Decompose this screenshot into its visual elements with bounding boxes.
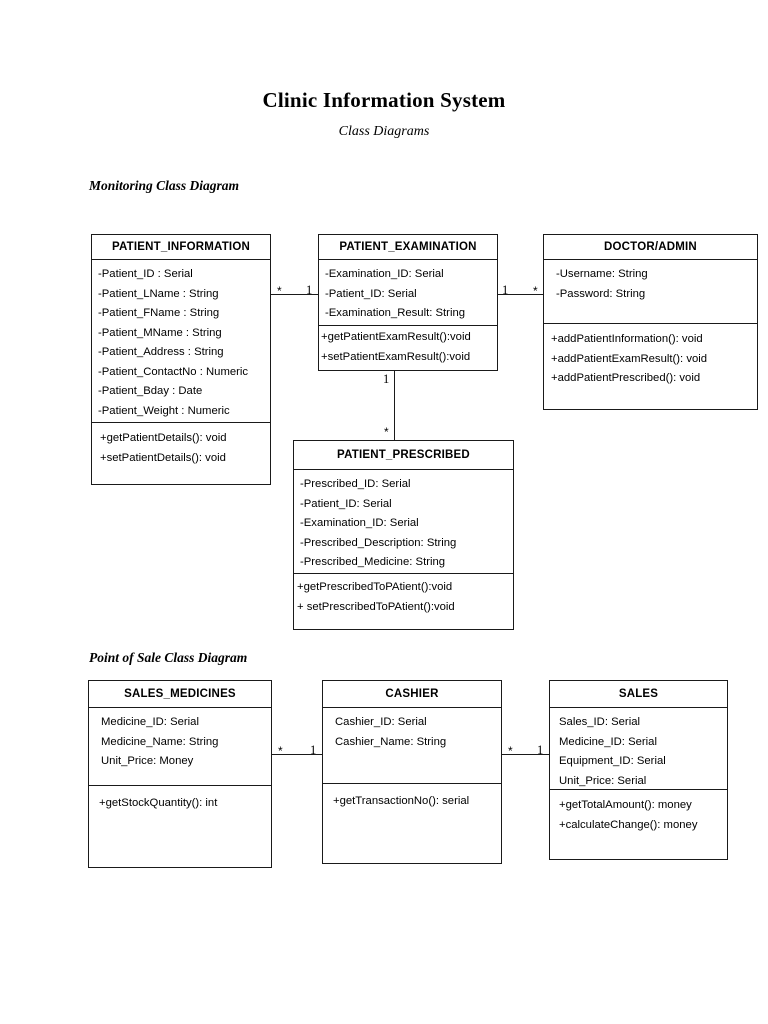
class-attributes-sales: Sales_ID: Serial Medicine_ID: Serial Equ… bbox=[550, 708, 727, 790]
class-box-patient-examination[interactable]: PATIENT_EXAMINATION -Examination_ID: Ser… bbox=[318, 234, 498, 371]
section-heading-point-of-sale: Point of Sale Class Diagram bbox=[89, 650, 248, 665]
class-attributes-patient-prescribed: -Prescribed_ID: Serial -Patient_ID: Seri… bbox=[294, 470, 513, 574]
attribute-row: -Patient_LName : String bbox=[98, 287, 219, 300]
attribute-row: Unit_Price: Serial bbox=[559, 774, 647, 787]
attribute-row: Unit_Price: Money bbox=[101, 755, 194, 767]
class-attributes-sales-medicines: Medicine_ID: Serial Medicine_Name: Strin… bbox=[89, 708, 271, 786]
class-box-sales[interactable]: SALES Sales_ID: Serial Medicine_ID: Seri… bbox=[549, 680, 728, 860]
class-attributes-cashier: Cashier_ID: Serial Cashier_Name: String bbox=[323, 708, 501, 784]
class-name-patient-examination: PATIENT_EXAMINATION bbox=[319, 235, 497, 260]
operation-row: +setPatientDetails(): void bbox=[100, 451, 226, 464]
class-box-sales-medicines[interactable]: SALES_MEDICINES Medicine_ID: Serial Medi… bbox=[88, 680, 272, 868]
class-operations-patient-information: +getPatientDetails(): void +setPatientDe… bbox=[92, 423, 270, 472]
multiplicity-exam-prescribed-bottom: * bbox=[384, 425, 389, 439]
multiplicity-info-exam-left: * bbox=[277, 284, 282, 298]
association-line-cashier-sales bbox=[502, 754, 549, 755]
operation-row: +addPatientPrescribed(): void bbox=[551, 372, 701, 384]
attribute-row: -Patient_Bday : Date bbox=[98, 385, 203, 397]
multiplicity-medicines-cashier-right: 1 bbox=[310, 743, 317, 757]
attribute-row: -Prescribed_Medicine: String bbox=[300, 556, 446, 568]
multiplicity-medicines-cashier-left: * bbox=[278, 744, 283, 758]
attribute-row: -Examination_ID: Serial bbox=[300, 517, 419, 529]
attribute-row: Medicine_ID: Serial bbox=[101, 716, 199, 728]
attribute-row: -Patient_Weight : Numeric bbox=[98, 404, 230, 417]
multiplicity-cashier-sales-left: * bbox=[508, 744, 513, 758]
class-operations-patient-examination: +getPatientExamResult():void +setPatient… bbox=[319, 326, 497, 369]
operation-row: +getPatientExamResult():void bbox=[321, 331, 471, 343]
attribute-row: Medicine_Name: String bbox=[101, 735, 219, 748]
operation-row: +setPatientExamResult():void bbox=[321, 350, 471, 363]
attribute-row: Cashier_Name: String bbox=[335, 735, 447, 748]
operation-row: +calculateChange(): money bbox=[559, 818, 698, 831]
class-name-sales-medicines: SALES_MEDICINES bbox=[89, 681, 271, 708]
page-title: Clinic Information System bbox=[262, 88, 506, 112]
attribute-row: -Password: String bbox=[556, 287, 646, 300]
attribute-row: -Patient_ID: Serial bbox=[300, 497, 392, 510]
attribute-row: -Prescribed_ID: Serial bbox=[300, 478, 411, 490]
class-attributes-doctor-admin: -Username: String -Password: String bbox=[544, 260, 757, 324]
class-name-doctor-admin: DOCTOR/ADMIN bbox=[544, 235, 757, 260]
attribute-row: -Examination_Result: String bbox=[325, 307, 466, 319]
attribute-row: -Patient_ID : Serial bbox=[98, 268, 193, 280]
multiplicity-info-exam-right: 1 bbox=[306, 283, 313, 297]
attribute-row: -Patient_ContactNo : Numeric bbox=[98, 365, 249, 378]
class-operations-doctor-admin: +addPatientInformation(): void +addPatie… bbox=[544, 324, 757, 393]
attribute-row: -Patient_MName : String bbox=[98, 326, 222, 339]
operation-row: +getStockQuantity(): int bbox=[99, 797, 218, 809]
class-operations-sales: +getTotalAmount(): money +calculateChang… bbox=[550, 790, 727, 839]
operation-row: +getTotalAmount(): money bbox=[559, 799, 692, 811]
attribute-row: -Patient_ID: Serial bbox=[325, 287, 417, 300]
class-name-cashier: CASHIER bbox=[323, 681, 501, 708]
class-box-patient-information[interactable]: PATIENT_INFORMATION -Patient_ID : Serial… bbox=[91, 234, 271, 485]
attribute-row: Equipment_ID: Serial bbox=[559, 755, 666, 767]
multiplicity-exam-doctor-left: 1 bbox=[502, 283, 509, 297]
class-operations-patient-prescribed: +getPrescribedToPAtient():void + setPres… bbox=[294, 574, 513, 620]
operation-row: + setPrescribedToPAtient():void bbox=[297, 600, 455, 613]
attribute-row: Cashier_ID: Serial bbox=[335, 716, 427, 728]
class-name-patient-information: PATIENT_INFORMATION bbox=[92, 235, 270, 260]
multiplicity-exam-doctor-right: * bbox=[533, 284, 538, 298]
attribute-row: -Username: String bbox=[556, 268, 648, 280]
class-name-sales: SALES bbox=[550, 681, 727, 708]
class-attributes-patient-information: -Patient_ID : Serial -Patient_LName : St… bbox=[92, 260, 270, 423]
operation-row: +getTransactionNo(): serial bbox=[333, 795, 470, 807]
association-line-exam-prescribed bbox=[394, 371, 395, 440]
class-operations-cashier: +getTransactionNo(): serial bbox=[323, 784, 501, 816]
attribute-row: -Prescribed_Description: String bbox=[300, 536, 457, 549]
operation-row: +addPatientInformation(): void bbox=[551, 333, 703, 345]
class-box-doctor-admin[interactable]: DOCTOR/ADMIN -Username: String -Password… bbox=[543, 234, 758, 410]
association-line-exam-doctor bbox=[498, 294, 543, 295]
association-line-info-exam bbox=[271, 294, 318, 295]
page-subtitle: Class Diagrams bbox=[338, 124, 430, 139]
multiplicity-exam-prescribed-top: 1 bbox=[383, 372, 390, 386]
class-box-cashier[interactable]: CASHIER Cashier_ID: Serial Cashier_Name:… bbox=[322, 680, 502, 864]
class-operations-sales-medicines: +getStockQuantity(): int bbox=[89, 786, 271, 818]
attribute-row: -Patient_FName : String bbox=[98, 307, 220, 319]
class-name-patient-prescribed: PATIENT_PRESCRIBED bbox=[294, 441, 513, 470]
operation-row: +getPatientDetails(): void bbox=[100, 432, 227, 444]
multiplicity-cashier-sales-right: 1 bbox=[537, 743, 544, 757]
section-heading-monitoring: Monitoring Class Diagram bbox=[89, 178, 240, 193]
class-box-patient-prescribed[interactable]: PATIENT_PRESCRIBED -Prescribed_ID: Seria… bbox=[293, 440, 514, 630]
class-attributes-patient-examination: -Examination_ID: Serial -Patient_ID: Ser… bbox=[319, 260, 497, 326]
attribute-row: -Patient_Address : String bbox=[98, 346, 224, 358]
operation-row: +addPatientExamResult(): void bbox=[551, 352, 708, 365]
attribute-row: Medicine_ID: Serial bbox=[559, 735, 657, 748]
attribute-row: Sales_ID: Serial bbox=[559, 716, 640, 728]
association-line-medicines-cashier bbox=[272, 754, 322, 755]
attribute-row: -Examination_ID: Serial bbox=[325, 268, 444, 280]
operation-row: +getPrescribedToPAtient():void bbox=[297, 581, 453, 593]
